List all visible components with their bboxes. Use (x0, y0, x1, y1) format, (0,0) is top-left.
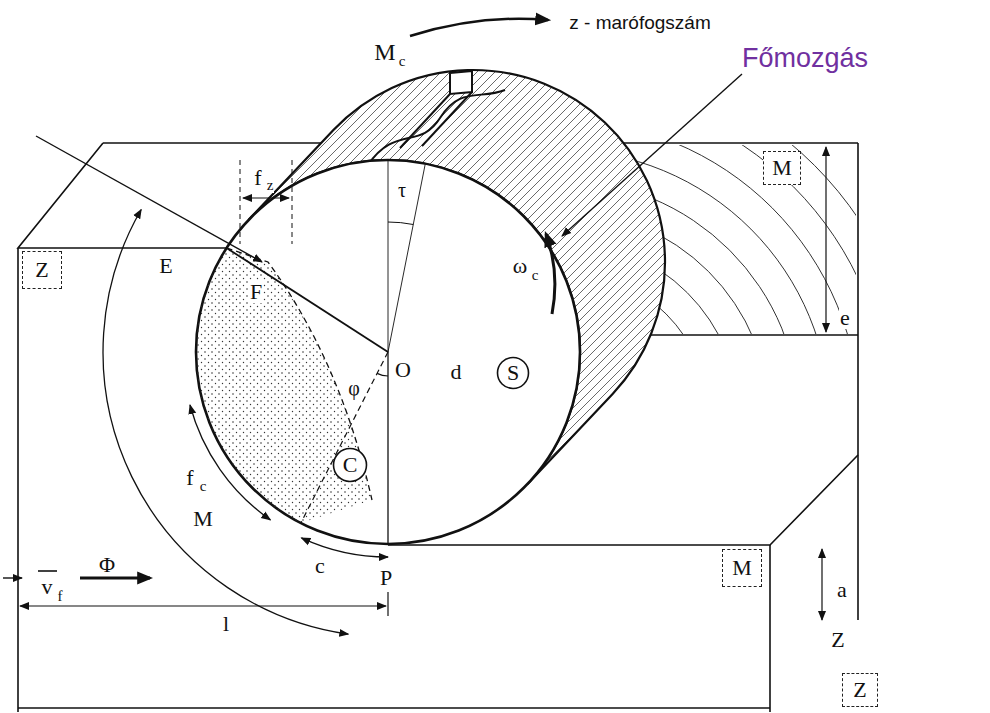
construction-lines (227, 160, 426, 545)
motion-arrows (3, 19, 742, 578)
surface-mark-box: M (722, 549, 762, 587)
node-text: M (732, 557, 752, 579)
symbol-label: M (373, 40, 396, 64)
subscript-label: c (531, 268, 540, 283)
title-label: z - marófogszám (568, 13, 711, 32)
point-label: P (379, 567, 393, 589)
previous-path (227, 248, 372, 500)
workpiece-outline (18, 143, 858, 712)
cutter-keyway (400, 71, 472, 148)
subscript-label: c (199, 479, 208, 494)
cutter-flute (368, 90, 505, 165)
angle-label: Φ (98, 554, 116, 576)
dimension-label: e (839, 307, 851, 329)
angle-label: τ (397, 180, 407, 200)
angle-label: φ (347, 378, 361, 398)
cutter-face (196, 160, 580, 544)
point-label: F (249, 281, 263, 303)
symbol-label: v (41, 576, 54, 598)
surface-mark-box: M (763, 151, 801, 185)
feed-marks (614, 145, 856, 334)
node-text: M (772, 157, 792, 179)
symbol-label: M (192, 508, 214, 530)
subscript-label: f (57, 589, 64, 604)
circled-point: C (332, 447, 368, 483)
circled-point: S (496, 356, 530, 390)
node-text: S (507, 362, 519, 384)
dimension-lines (20, 147, 826, 620)
symbol-label: f (253, 167, 262, 189)
dimension-label: a (836, 579, 848, 601)
symbol-label: ω (512, 255, 528, 277)
dashed-radius (301, 352, 388, 523)
dimension-label: l (222, 613, 230, 635)
dimension-label: d (450, 361, 463, 383)
point-label: E (158, 255, 173, 277)
arc-label: c (314, 555, 326, 577)
surface-mark-box: Z (842, 673, 878, 707)
node-text: Z (35, 259, 48, 281)
subscript-label: c (398, 54, 407, 69)
chip-section (196, 248, 372, 523)
point-label: O (394, 359, 412, 381)
node-text: Z (853, 679, 866, 701)
motion-label: Főmozgás (741, 45, 869, 72)
surface-label: Z (830, 629, 845, 651)
angle-arcs (103, 210, 388, 635)
subscript-label: z (266, 178, 275, 193)
surface-mark-box: Z (22, 251, 62, 289)
symbol-label: f (185, 467, 194, 489)
node-text: C (343, 454, 358, 476)
